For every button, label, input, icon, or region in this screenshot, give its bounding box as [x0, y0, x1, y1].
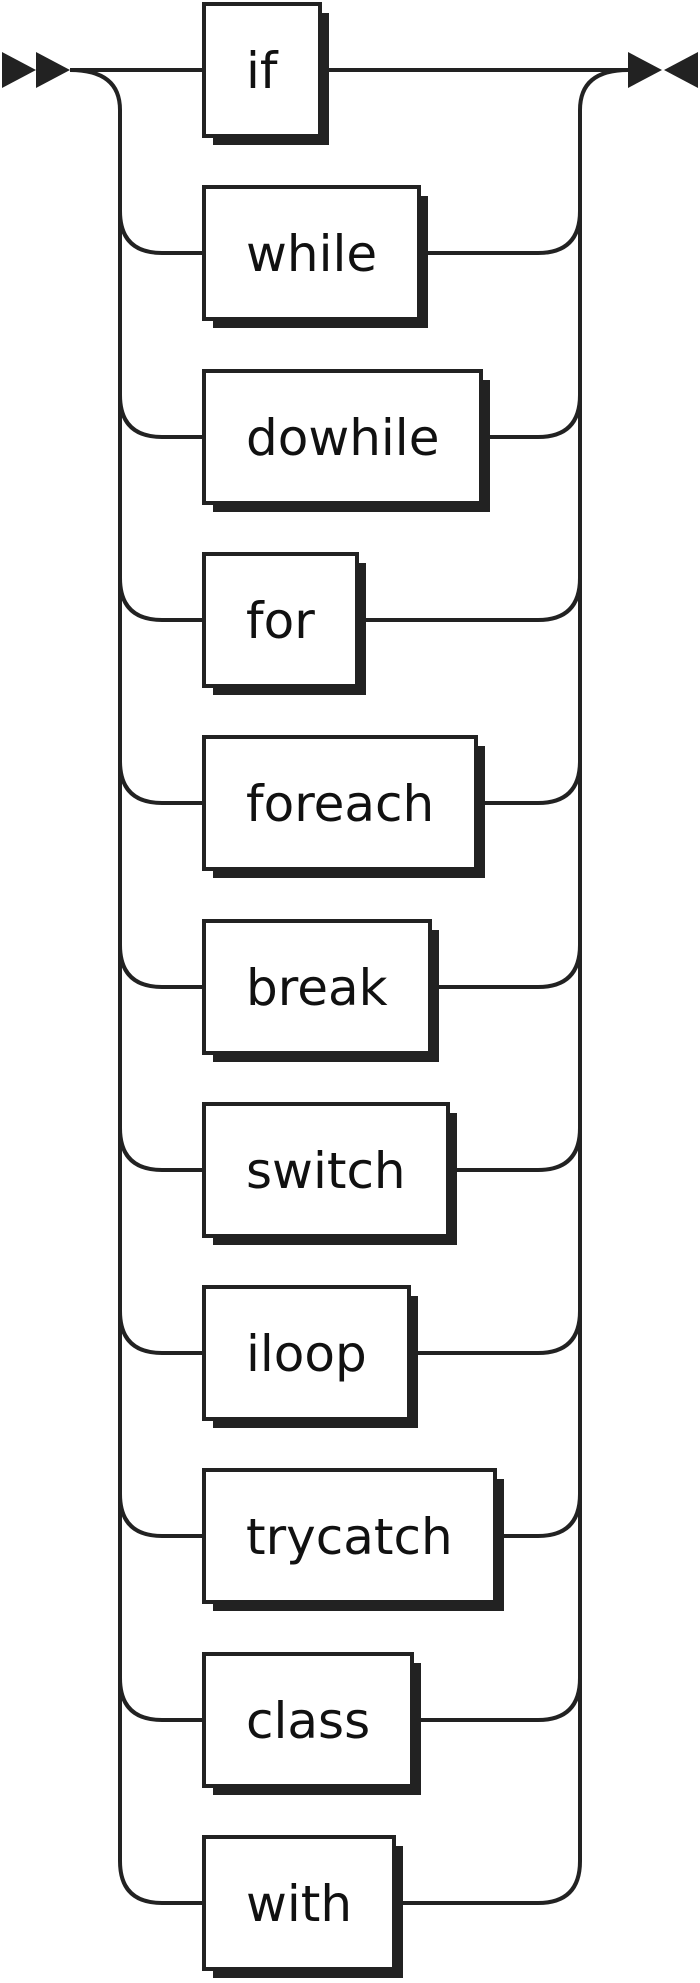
choice-dowhile: dowhile	[118, 369, 582, 512]
choice-label-if: if	[246, 42, 279, 100]
choice-box-iloop	[202, 1285, 411, 1421]
branch-out-dowhile	[481, 394, 582, 439]
choice-break: break	[118, 919, 582, 1062]
choice-label-iloop: iloop	[246, 1325, 367, 1383]
choice-box-with	[202, 1835, 396, 1971]
choice-with: with	[118, 1835, 582, 1978]
choice-box-if	[202, 2, 322, 138]
end-arrow-icon-2	[664, 52, 698, 88]
choice-while: while	[118, 185, 582, 328]
branch-out-class	[412, 1677, 582, 1722]
choice-label-break: break	[246, 959, 388, 1017]
choice-if: if	[202, 2, 329, 145]
choice-switch: switch	[118, 1102, 582, 1245]
right-rail	[578, 68, 629, 1861]
choice-box-switch	[202, 1102, 450, 1238]
branch-in-break	[118, 944, 204, 989]
choice-label-trycatch: trycatch	[246, 1508, 453, 1566]
choice-box-for	[202, 552, 359, 688]
branch-in-iloop	[118, 1310, 204, 1355]
branch-in-dowhile	[118, 394, 204, 439]
branch-out-foreach	[476, 760, 582, 805]
branch-in-class	[118, 1677, 204, 1722]
choice-label-for: for	[246, 592, 315, 650]
choice-class: class	[118, 1652, 582, 1795]
branch-in-with	[118, 1860, 204, 1905]
branch-out-switch	[448, 1127, 582, 1172]
choice-label-dowhile: dowhile	[246, 409, 439, 467]
choice-box-break	[202, 919, 432, 1055]
choice-for: for	[118, 552, 582, 695]
choice-label-foreach: foreach	[246, 775, 434, 833]
choice-box-while	[202, 185, 421, 321]
choice-label-with: with	[246, 1875, 352, 1933]
branch-in-foreach	[118, 760, 204, 805]
branch-in-trycatch	[118, 1493, 204, 1538]
choice-trycatch: trycatch	[118, 1468, 582, 1611]
choice-rows: if while dowhile for foreach break switch iloop…	[118, 2, 582, 1978]
branch-out-break	[430, 944, 582, 989]
choice-box-foreach	[202, 735, 478, 871]
branch-out-iloop	[409, 1310, 582, 1355]
choice-box-class	[202, 1652, 414, 1788]
branch-out-while	[419, 210, 582, 255]
choice-label-while: while	[246, 225, 377, 283]
start-arrow-icon-2	[36, 52, 70, 88]
branch-out-for	[357, 577, 582, 622]
branch-in-while	[118, 210, 204, 255]
choice-box-trycatch	[202, 1468, 497, 1604]
choice-box-dowhile	[202, 369, 483, 505]
branch-in-for	[118, 577, 204, 622]
branch-out-with	[394, 1860, 582, 1905]
choice-foreach: foreach	[118, 735, 582, 878]
branch-out-trycatch	[495, 1493, 582, 1538]
start-arrow-icon	[2, 52, 36, 88]
left-rail	[69, 68, 122, 1861]
choice-label-class: class	[246, 1692, 370, 1750]
choice-iloop: iloop	[118, 1285, 582, 1428]
end-arrow-icon	[628, 52, 662, 88]
choice-label-switch: switch	[246, 1142, 406, 1200]
branch-in-switch	[118, 1127, 204, 1172]
